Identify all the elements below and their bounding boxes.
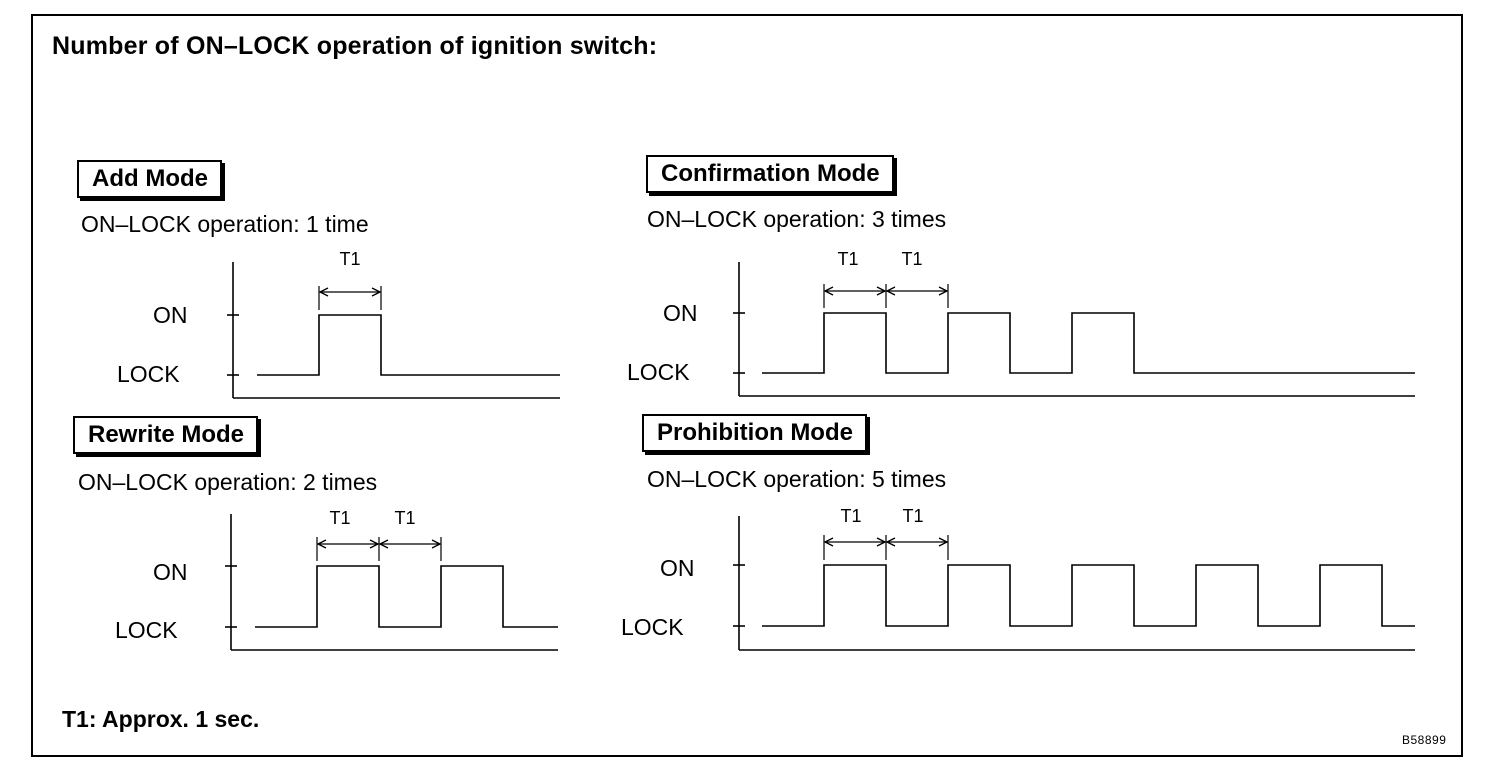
confirmation-signal <box>762 312 1415 374</box>
confirmation-on-label: ON <box>663 300 698 326</box>
confirmation-t1-label-1: T1 <box>837 249 858 269</box>
add-mode-operation-text: ON–LOCK operation: 1 time <box>81 211 369 237</box>
add-signal <box>257 314 560 376</box>
confirmation-lock-label: LOCK <box>627 359 690 385</box>
prohibition-signal <box>762 564 1415 627</box>
add-t1-label: T1 <box>339 249 360 269</box>
diagram-title: Number of ON–LOCK operation of ignition … <box>52 32 658 60</box>
rewrite-mode-operation-text: ON–LOCK operation: 2 times <box>78 469 378 495</box>
add-mode-label: Add Mode <box>77 160 222 198</box>
prohibition-mode-label: Prohibition Mode <box>642 414 867 452</box>
rewrite-mode-waveform: ON LOCK T1 T1 <box>115 508 558 651</box>
prohibition-mode-waveform: ON LOCK T1 T1 <box>621 506 1415 651</box>
figure-id: B58899 <box>1402 733 1447 747</box>
add-on-label: ON <box>153 302 188 328</box>
rewrite-lock-label: LOCK <box>115 617 178 643</box>
rewrite-t1-label-2: T1 <box>394 508 415 528</box>
confirmation-mode-label: Confirmation Mode <box>646 155 894 193</box>
prohibition-mode-operation-text: ON–LOCK operation: 5 times <box>647 466 947 492</box>
t1-footnote: T1: Approx. 1 sec. <box>62 706 260 732</box>
rewrite-signal <box>255 565 558 628</box>
rewrite-on-label: ON <box>153 559 188 585</box>
add-mode-waveform: ON LOCK T1 <box>117 249 560 399</box>
prohibition-t1-label-2: T1 <box>902 506 923 526</box>
confirmation-mode-operation-text: ON–LOCK operation: 3 times <box>647 206 947 232</box>
prohibition-on-label: ON <box>660 555 695 581</box>
prohibition-t1-label-1: T1 <box>840 506 861 526</box>
diagram-frame <box>31 14 1463 757</box>
add-lock-label: LOCK <box>117 361 180 387</box>
confirmation-t1-label-2: T1 <box>901 249 922 269</box>
prohibition-lock-label: LOCK <box>621 614 684 640</box>
rewrite-mode-label: Rewrite Mode <box>73 416 259 454</box>
rewrite-t1-label-1: T1 <box>329 508 350 528</box>
confirmation-mode-waveform: ON LOCK T1 T1 <box>627 249 1415 397</box>
